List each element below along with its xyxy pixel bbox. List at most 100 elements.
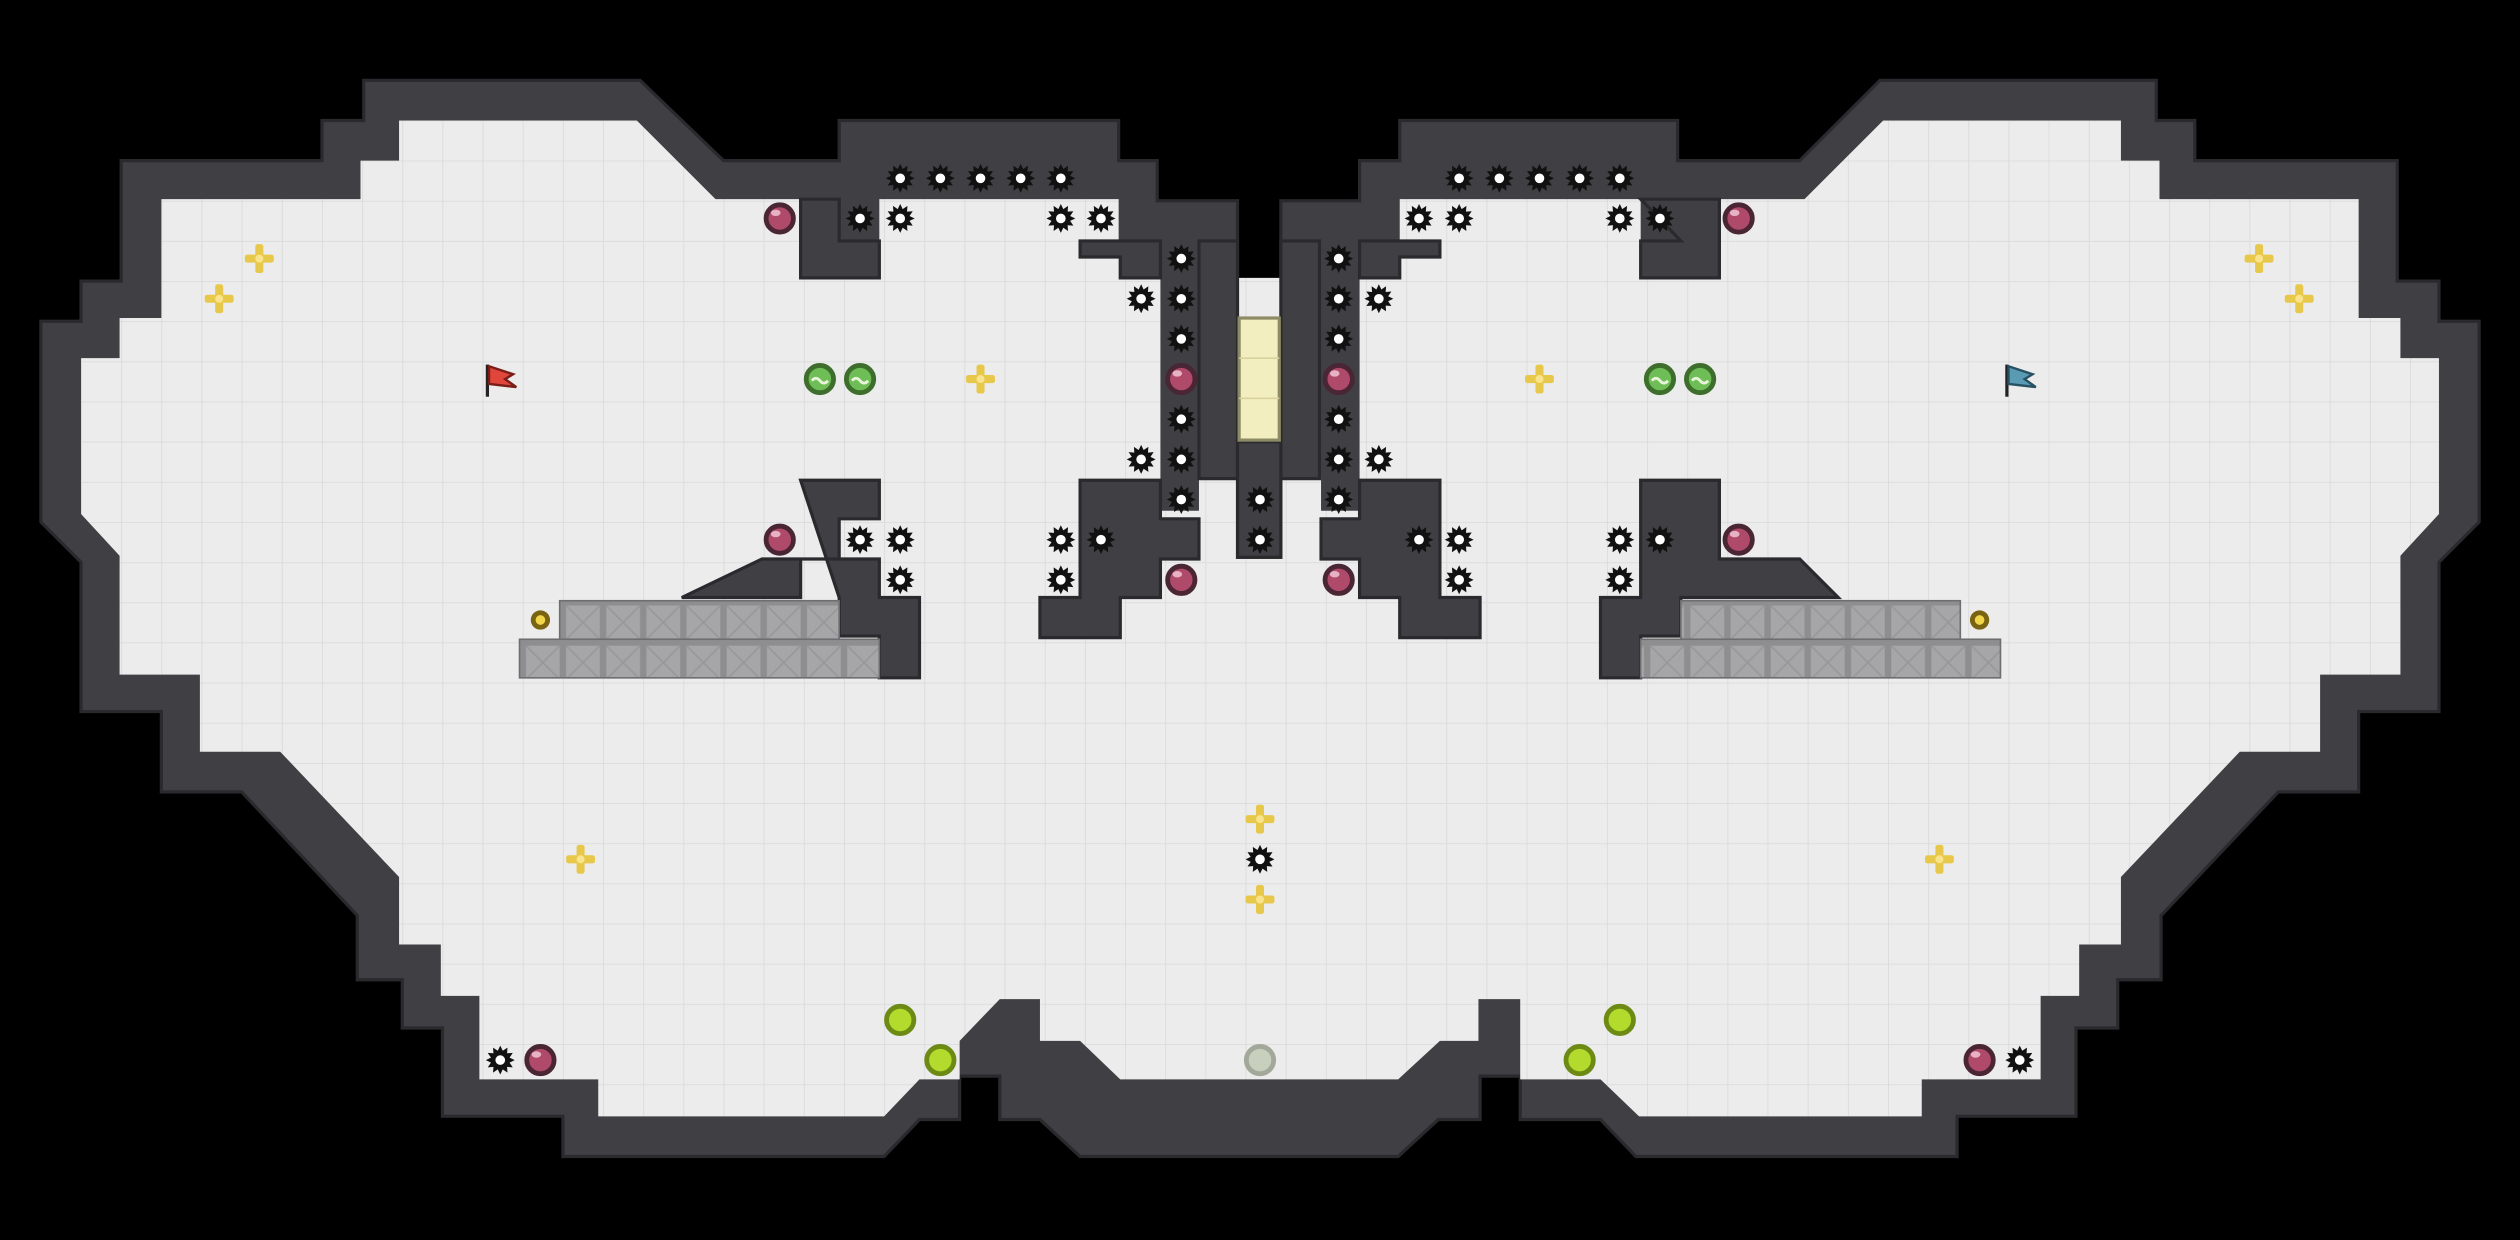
boost-icon (2284, 284, 2314, 314)
spike-icon (966, 163, 995, 193)
bomb-icon (524, 1044, 557, 1077)
spike-icon (1605, 565, 1635, 595)
powerup-icon (1684, 363, 1717, 396)
bomb-icon (1322, 363, 1355, 396)
powerup-icon (1643, 363, 1677, 396)
spike-icon (1324, 244, 1354, 274)
bomb-icon (1722, 202, 1755, 235)
wall-center-right-pillar (1279, 239, 1322, 481)
spike-icon (1166, 284, 1196, 314)
spike-icon (845, 203, 875, 233)
bomb-icon (763, 202, 796, 235)
spike-icon (1525, 163, 1554, 193)
speed-pad-icon (924, 1044, 957, 1077)
spike-icon (1126, 444, 1156, 474)
spike-icon (1645, 203, 1675, 233)
entity-layer (204, 163, 2314, 1077)
boost-icon (2244, 244, 2274, 274)
spike-icon (1484, 163, 1514, 193)
bomb-icon (1722, 523, 1755, 556)
spike-icon (1444, 203, 1474, 233)
speed-pad-icon (1563, 1044, 1596, 1077)
spike-icon (1324, 444, 1354, 474)
bomb-icon (1165, 563, 1198, 596)
blue-flag-icon[interactable] (2005, 364, 2037, 397)
spike-icon (1364, 284, 1394, 314)
spike-icon (1086, 525, 1116, 555)
spike-icon (925, 163, 955, 193)
spike-icon (1605, 203, 1635, 233)
spike-icon (885, 163, 915, 193)
wall-block-right-corridor (1357, 239, 1442, 280)
spike-icon (1046, 203, 1076, 233)
tile-strip-left-top (558, 599, 840, 641)
spike-icon (1086, 203, 1116, 233)
spike-icon (1404, 525, 1434, 555)
inner-walls (681, 197, 1843, 680)
spike-icon (1166, 404, 1196, 434)
spike-icon (1324, 485, 1354, 514)
boost-icon (204, 284, 234, 314)
bomb-icon (1165, 363, 1198, 396)
floor-area (81, 120, 2439, 1117)
button-icon[interactable] (1969, 610, 1990, 630)
spike-icon (1324, 284, 1354, 314)
spike-icon (1046, 565, 1076, 595)
spike-icon (1444, 565, 1474, 595)
spike-icon (885, 203, 915, 233)
tile-strips (518, 599, 2002, 679)
boost-icon (1924, 844, 1954, 874)
boost-icon (966, 364, 995, 394)
inactive-pad-icon (1243, 1044, 1277, 1077)
spike-icon (1245, 844, 1275, 874)
spike-icon (1404, 203, 1434, 233)
boost-icon (244, 244, 274, 274)
tile-strip-right-bottom (1639, 638, 2002, 679)
spike-icon (1444, 163, 1474, 193)
boost-icon (1525, 364, 1554, 394)
spike-icon (1444, 525, 1474, 555)
tile-strip-left-bottom (518, 638, 881, 679)
spike-icon (1126, 284, 1156, 314)
boost-icon (1245, 804, 1275, 834)
spike-icon (885, 565, 915, 595)
wall-center-left-pillar (1197, 239, 1240, 481)
wall-block-left-corridor (1078, 239, 1163, 280)
powerup-icon (803, 363, 836, 396)
boost-icon (1245, 885, 1275, 914)
spike-icon (2005, 1045, 2035, 1075)
bomb-icon (1963, 1044, 1996, 1077)
wall-block-left-ledge (681, 478, 922, 680)
spike-icon (1565, 163, 1595, 193)
spike-icon (1605, 525, 1635, 555)
button-icon[interactable] (530, 610, 551, 630)
spike-icon (485, 1045, 515, 1075)
spike-icon (1364, 444, 1394, 474)
spike-icon (1166, 324, 1196, 354)
spike-icon (885, 525, 915, 555)
boost-icon (566, 844, 596, 874)
spike-icon (1245, 485, 1275, 514)
spike-icon (1046, 525, 1076, 555)
spike-icon (1006, 163, 1036, 193)
spike-icon (1324, 404, 1354, 434)
wall-block-right-l (1319, 478, 1482, 640)
spike-icon (1605, 163, 1635, 193)
bomb-icon (1322, 563, 1355, 596)
spike-icon (845, 525, 875, 555)
wall-block-left-upper (799, 197, 881, 280)
tile-strip-right-top (1680, 599, 1962, 641)
powerup-icon (843, 363, 877, 396)
speed-pad-icon (1603, 1003, 1636, 1037)
spike-icon (1166, 444, 1196, 474)
center-gate (1237, 316, 1281, 442)
red-flag-icon[interactable] (485, 364, 518, 397)
spike-icon (1245, 525, 1275, 555)
spike-icon (1324, 324, 1354, 354)
bomb-icon (763, 523, 796, 556)
spike-icon (1166, 244, 1196, 274)
wall-block-left-l (1038, 478, 1201, 640)
speed-pad-icon (884, 1003, 917, 1037)
spike-icon (1166, 485, 1196, 514)
